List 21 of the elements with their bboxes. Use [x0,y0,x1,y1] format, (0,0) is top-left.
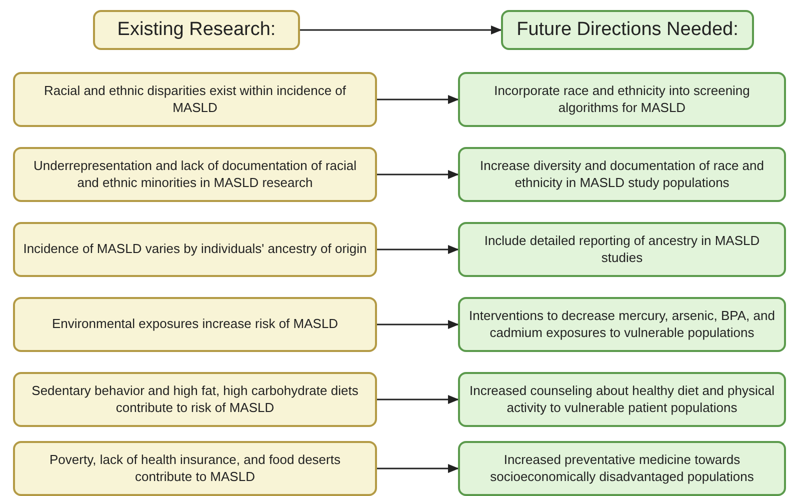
arrow [377,170,460,179]
arrow [377,245,460,254]
direction-box: Include detailed reporting of ancestry in MASLD studies [458,222,786,277]
heading-box: Existing Research: [93,10,300,50]
direction-box: Increased counseling about healthy diet and physical activity to vulnerable patient populations [458,372,786,427]
direction-box: Increase diversity and documentation of race and ethnicity in MASLD study populations [458,147,786,202]
heading-box: Future Directions Needed: [501,10,754,50]
arrow [377,395,460,404]
arrow [377,464,460,473]
research-box: Sedentary behavior and high fat, high carbohydrate diets contribute to risk of MASLD [13,372,377,427]
research-box: Environmental exposures increase risk of MASLD [13,297,377,352]
arrow [377,320,460,329]
research-box: Poverty, lack of health insurance, and food deserts contribute to MASLD [13,441,377,496]
direction-box: Increased preventative medicine towards socioeconomically disadvantaged populations [458,441,786,496]
arrow [300,26,502,34]
research-box: Underrepresentation and lack of documentation of racial and ethnic minorities in MASLD research [13,147,377,202]
research-box: Incidence of MASLD varies by individuals' ancestry of origin [13,222,377,277]
direction-box: Incorporate race and ethnicity into screening algorithms for MASLD [458,72,786,127]
arrow [377,95,460,104]
direction-box: Interventions to decrease mercury, arsenic, BPA, and cadmium exposures to vulnerable populations [458,297,786,352]
research-box: Racial and ethnic disparities exist within incidence of MASLD [13,72,377,127]
